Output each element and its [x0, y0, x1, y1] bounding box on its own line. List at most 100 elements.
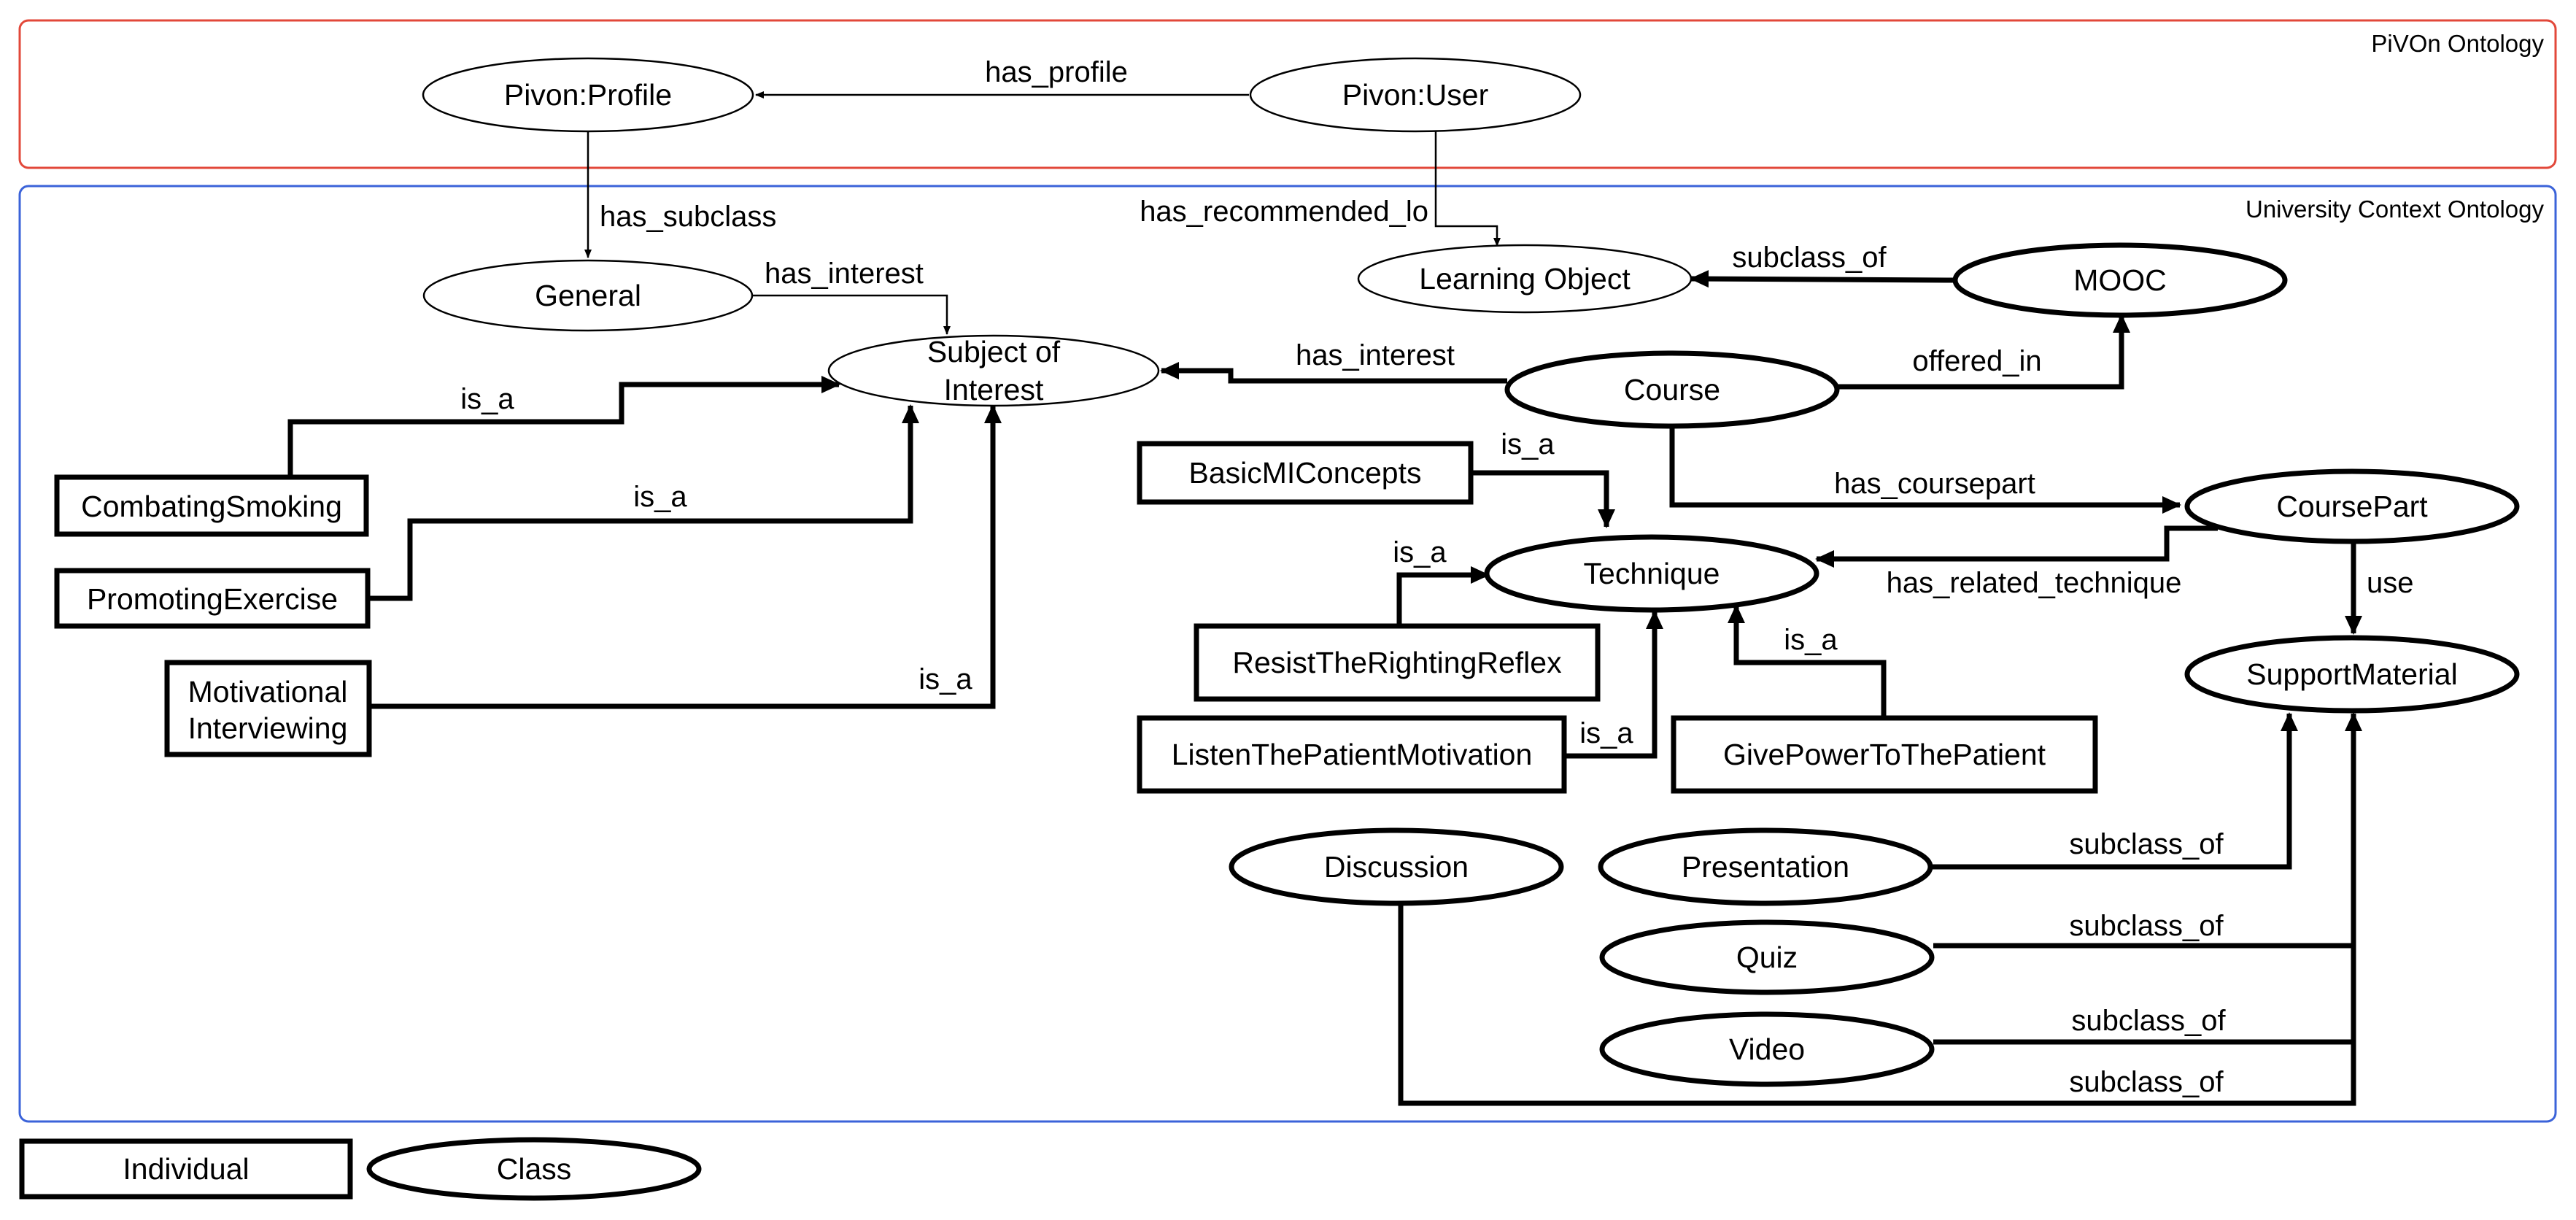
- node-label: Video: [1729, 1032, 1805, 1066]
- class-ellipse: [1249, 57, 1582, 133]
- edge-line: [1815, 525, 2218, 568]
- node-quiz[interactable]: Quiz: [1599, 919, 1935, 995]
- node-presentation[interactable]: Presentation: [1598, 827, 1933, 906]
- node-label: Discussion: [1324, 850, 1469, 884]
- edge-course-has-interest: has_interest: [1160, 339, 1507, 384]
- edge-label: is_a: [1579, 717, 1633, 749]
- edge-label: is_a: [1784, 624, 1838, 656]
- edge-line: [369, 404, 1002, 709]
- edge-discussion-subclass-of: subclass_of: [1398, 905, 2356, 1106]
- node-support-material[interactable]: SupportMaterial: [2184, 635, 2520, 714]
- node-label: ResistTheRightingReflex: [1232, 646, 1562, 679]
- class-ellipse: [1599, 1011, 1935, 1087]
- edge-has-profile: has_profile: [755, 56, 1249, 99]
- legend-class: Class: [366, 1137, 702, 1201]
- edge-label: has_interest: [1296, 339, 1455, 371]
- class-ellipse: [827, 334, 1160, 407]
- edge-label: is_a: [1393, 536, 1447, 568]
- node-learning-object[interactable]: Learning Object: [1357, 244, 1693, 314]
- edge-label: is_a: [460, 383, 514, 415]
- edge-use: use: [2345, 541, 2414, 635]
- edge-label: has_interest: [765, 258, 924, 290]
- node-subject-of-interest[interactable]: Subject of Interest: [827, 334, 1160, 407]
- individual-box: [1194, 623, 1601, 702]
- edge-label: subclass_of: [1732, 242, 1887, 274]
- node-pivon-profile[interactable]: Pivon:Profile: [422, 57, 754, 133]
- node-coursepart[interactable]: CoursePart: [2184, 468, 2520, 544]
- individual-box: [54, 474, 369, 537]
- node-label: Presentation: [1682, 850, 1849, 884]
- node-course[interactable]: Course: [1504, 350, 1840, 429]
- edge-line: [1160, 362, 1507, 384]
- node-label-line-2: Interviewing: [188, 711, 348, 745]
- edge-line: [287, 376, 840, 477]
- edge-label: has_subclass: [600, 201, 776, 233]
- class-ellipse: [1504, 350, 1840, 429]
- node-listen-the-patient-motivation[interactable]: ListenThePatientMotivation: [1137, 715, 1567, 794]
- node-general[interactable]: General: [422, 259, 754, 332]
- node-promoting-exercise[interactable]: PromotingExercise: [54, 568, 371, 629]
- edge-line: [1669, 426, 2181, 514]
- class-ellipse: [1598, 827, 1933, 906]
- class-ellipse: [1952, 242, 2288, 318]
- legend-individual-label: Individual: [123, 1152, 249, 1186]
- node-pivon-user[interactable]: Pivon:User: [1249, 57, 1582, 133]
- pivon-ontology-frame: PiVOn Ontology: [18, 19, 2557, 169]
- edge-smoking-is-a: is_a: [287, 376, 840, 477]
- pivon-frame-border: [18, 19, 2557, 169]
- node-label: ListenThePatientMotivation: [1172, 738, 1533, 771]
- node-resist-the-righting-reflex[interactable]: ResistTheRightingReflex: [1194, 623, 1601, 702]
- edge-exercise-is-a: is_a: [368, 404, 919, 601]
- node-discussion[interactable]: Discussion: [1229, 827, 1564, 906]
- edge-label: subclass_of: [2069, 1066, 2224, 1098]
- edge-video-subclass-of: subclass_of: [1933, 1005, 2353, 1045]
- individual-box: [1671, 715, 2098, 794]
- edge-has-recommended-lo: has_recommended_lo: [1140, 131, 1501, 247]
- edge-givepower-is-a: is_a: [1728, 604, 1887, 718]
- edge-line: [1728, 604, 1887, 718]
- edge-line: [1398, 905, 2356, 1106]
- edge-offered-in: offered_in: [1837, 314, 2130, 390]
- individual-box: [54, 568, 371, 629]
- node-mooc[interactable]: MOOC: [1952, 242, 2288, 318]
- node-label: Pivon:Profile: [504, 78, 672, 112]
- node-label: GivePowerToThePatient: [1723, 738, 2046, 771]
- node-label-line-1: Motivational: [188, 675, 348, 709]
- node-label: Course: [1624, 373, 1720, 406]
- node-label: CoursePart: [2276, 490, 2428, 523]
- node-label: MOOC: [2073, 263, 2167, 297]
- edge-label: has_profile: [985, 56, 1128, 88]
- class-ellipse: [1599, 919, 1935, 995]
- edge-label: is_a: [918, 663, 972, 695]
- edge-has-subclass: has_subclass: [584, 131, 776, 258]
- edge-line: [1471, 470, 1615, 528]
- university-context-frame: University Context Ontology: [18, 185, 2557, 1123]
- university-frame-title: University Context Ontology: [2246, 196, 2545, 223]
- node-label-line-2: Interest: [944, 373, 1044, 406]
- node-label: PromotingExercise: [87, 582, 338, 616]
- node-label: Pivon:User: [1342, 78, 1489, 112]
- node-basic-mi-concepts[interactable]: BasicMIConcepts: [1137, 441, 1474, 505]
- node-give-power-to-the-patient[interactable]: GivePowerToThePatient: [1671, 715, 2098, 794]
- edge-label: offered_in: [1912, 345, 2041, 377]
- class-ellipse: [2184, 468, 2520, 544]
- university-frame-border: [18, 185, 2557, 1123]
- edge-label: has_coursepart: [1834, 468, 2035, 500]
- node-technique[interactable]: Technique: [1484, 534, 1819, 613]
- node-label: General: [535, 279, 641, 312]
- edge-line: [1690, 270, 1954, 288]
- edge-label: subclass_of: [2069, 910, 2224, 942]
- class-ellipse: [1484, 534, 1819, 613]
- edge-label: is_a: [1501, 428, 1555, 460]
- legend-individual: Individual: [19, 1138, 353, 1200]
- node-video[interactable]: Video: [1599, 1011, 1935, 1087]
- class-ellipse: [1229, 827, 1564, 906]
- node-motivational-interviewing[interactable]: Motivational Interviewing: [164, 660, 372, 757]
- individual-box: [1137, 715, 1567, 794]
- pivon-frame-title: PiVOn Ontology: [2371, 30, 2544, 57]
- class-ellipse: [422, 57, 754, 133]
- edge-line: [1932, 712, 2298, 870]
- edge-line: [753, 294, 951, 335]
- node-combating-smoking[interactable]: CombatingSmoking: [54, 474, 369, 537]
